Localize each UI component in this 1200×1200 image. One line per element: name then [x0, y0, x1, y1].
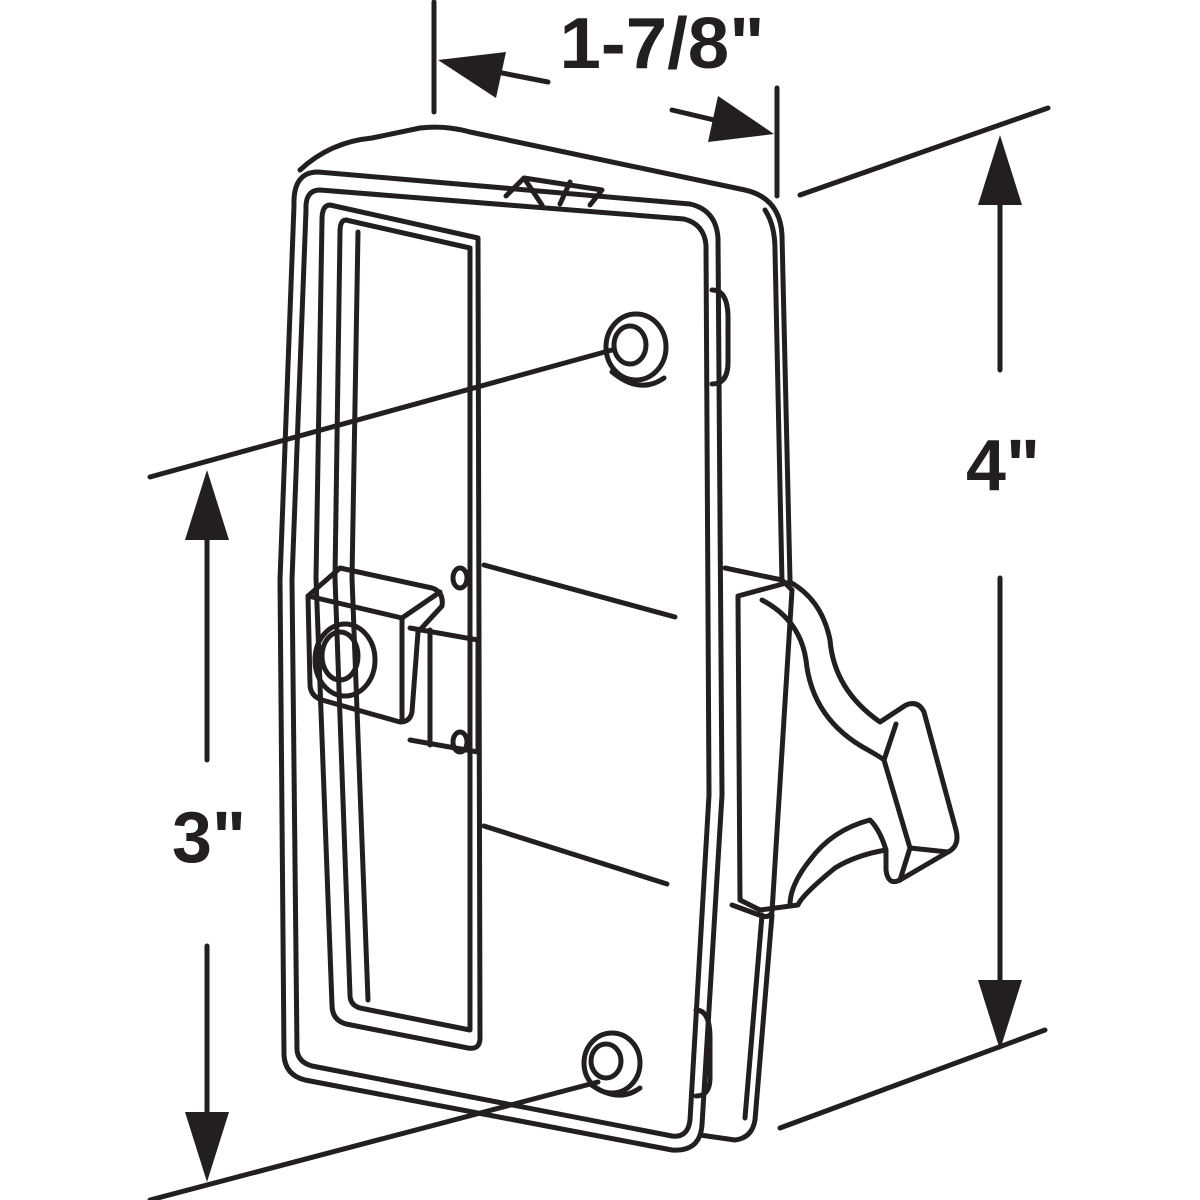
lock-slider: [305, 565, 481, 755]
knob-hole-inner: [319, 629, 361, 683]
housing-right-edge-lower: [697, 912, 775, 1143]
latch-hook: [722, 565, 960, 919]
extension-line-bottom: [777, 1027, 1048, 1131]
finger-recess: [313, 202, 483, 1051]
recess-inner-wall: [349, 229, 371, 1003]
hook-inner-curve: [759, 597, 887, 763]
hole-spacing-label: 3": [172, 798, 246, 878]
arrowhead-height-top: [978, 135, 1022, 205]
extension-line-top: [797, 105, 1051, 198]
recess-inner: [332, 217, 473, 1033]
dimension-height: [777, 105, 1051, 1131]
knob-hole-outer: [312, 621, 378, 699]
dimension-hole-spacing: [147, 347, 615, 1200]
face-plate: [277, 169, 725, 1153]
arrowheads: [185, 52, 1022, 1182]
housing-right-edge-upper: [762, 207, 785, 585]
housing-right-edge-lower-inner: [742, 912, 765, 1121]
arrowhead-width-right: [708, 96, 774, 142]
hook-housing: [722, 565, 795, 919]
height-label: 4": [966, 426, 1040, 506]
screw-hole-top: [603, 311, 669, 388]
plate-rib-lines: [450, 562, 678, 887]
arrowhead-hole-top: [185, 470, 229, 540]
recess-outer: [313, 202, 483, 1051]
latch-body: [297, 124, 793, 1143]
extension-line-hole-bottom: [147, 1079, 601, 1200]
slider-bar: [407, 625, 481, 755]
arrowhead-width-left: [438, 52, 506, 98]
housing-top-edge: [297, 124, 793, 583]
hook-outline: [735, 579, 960, 913]
knob-front-face: [305, 589, 443, 723]
arrowhead-hole-bottom: [185, 1112, 229, 1182]
plate-outer-outline: [277, 169, 725, 1153]
plate-inner-outline: [289, 187, 712, 1139]
hook-tip-face: [881, 721, 951, 883]
width-label: 1-7/8": [560, 4, 765, 84]
knob-body: [305, 565, 445, 725]
extension-line-hole-top: [147, 347, 615, 480]
screw-hole-bottom: [581, 1030, 643, 1098]
hook-lower-curve: [787, 817, 889, 908]
arrowhead-height-bottom: [978, 980, 1022, 1050]
